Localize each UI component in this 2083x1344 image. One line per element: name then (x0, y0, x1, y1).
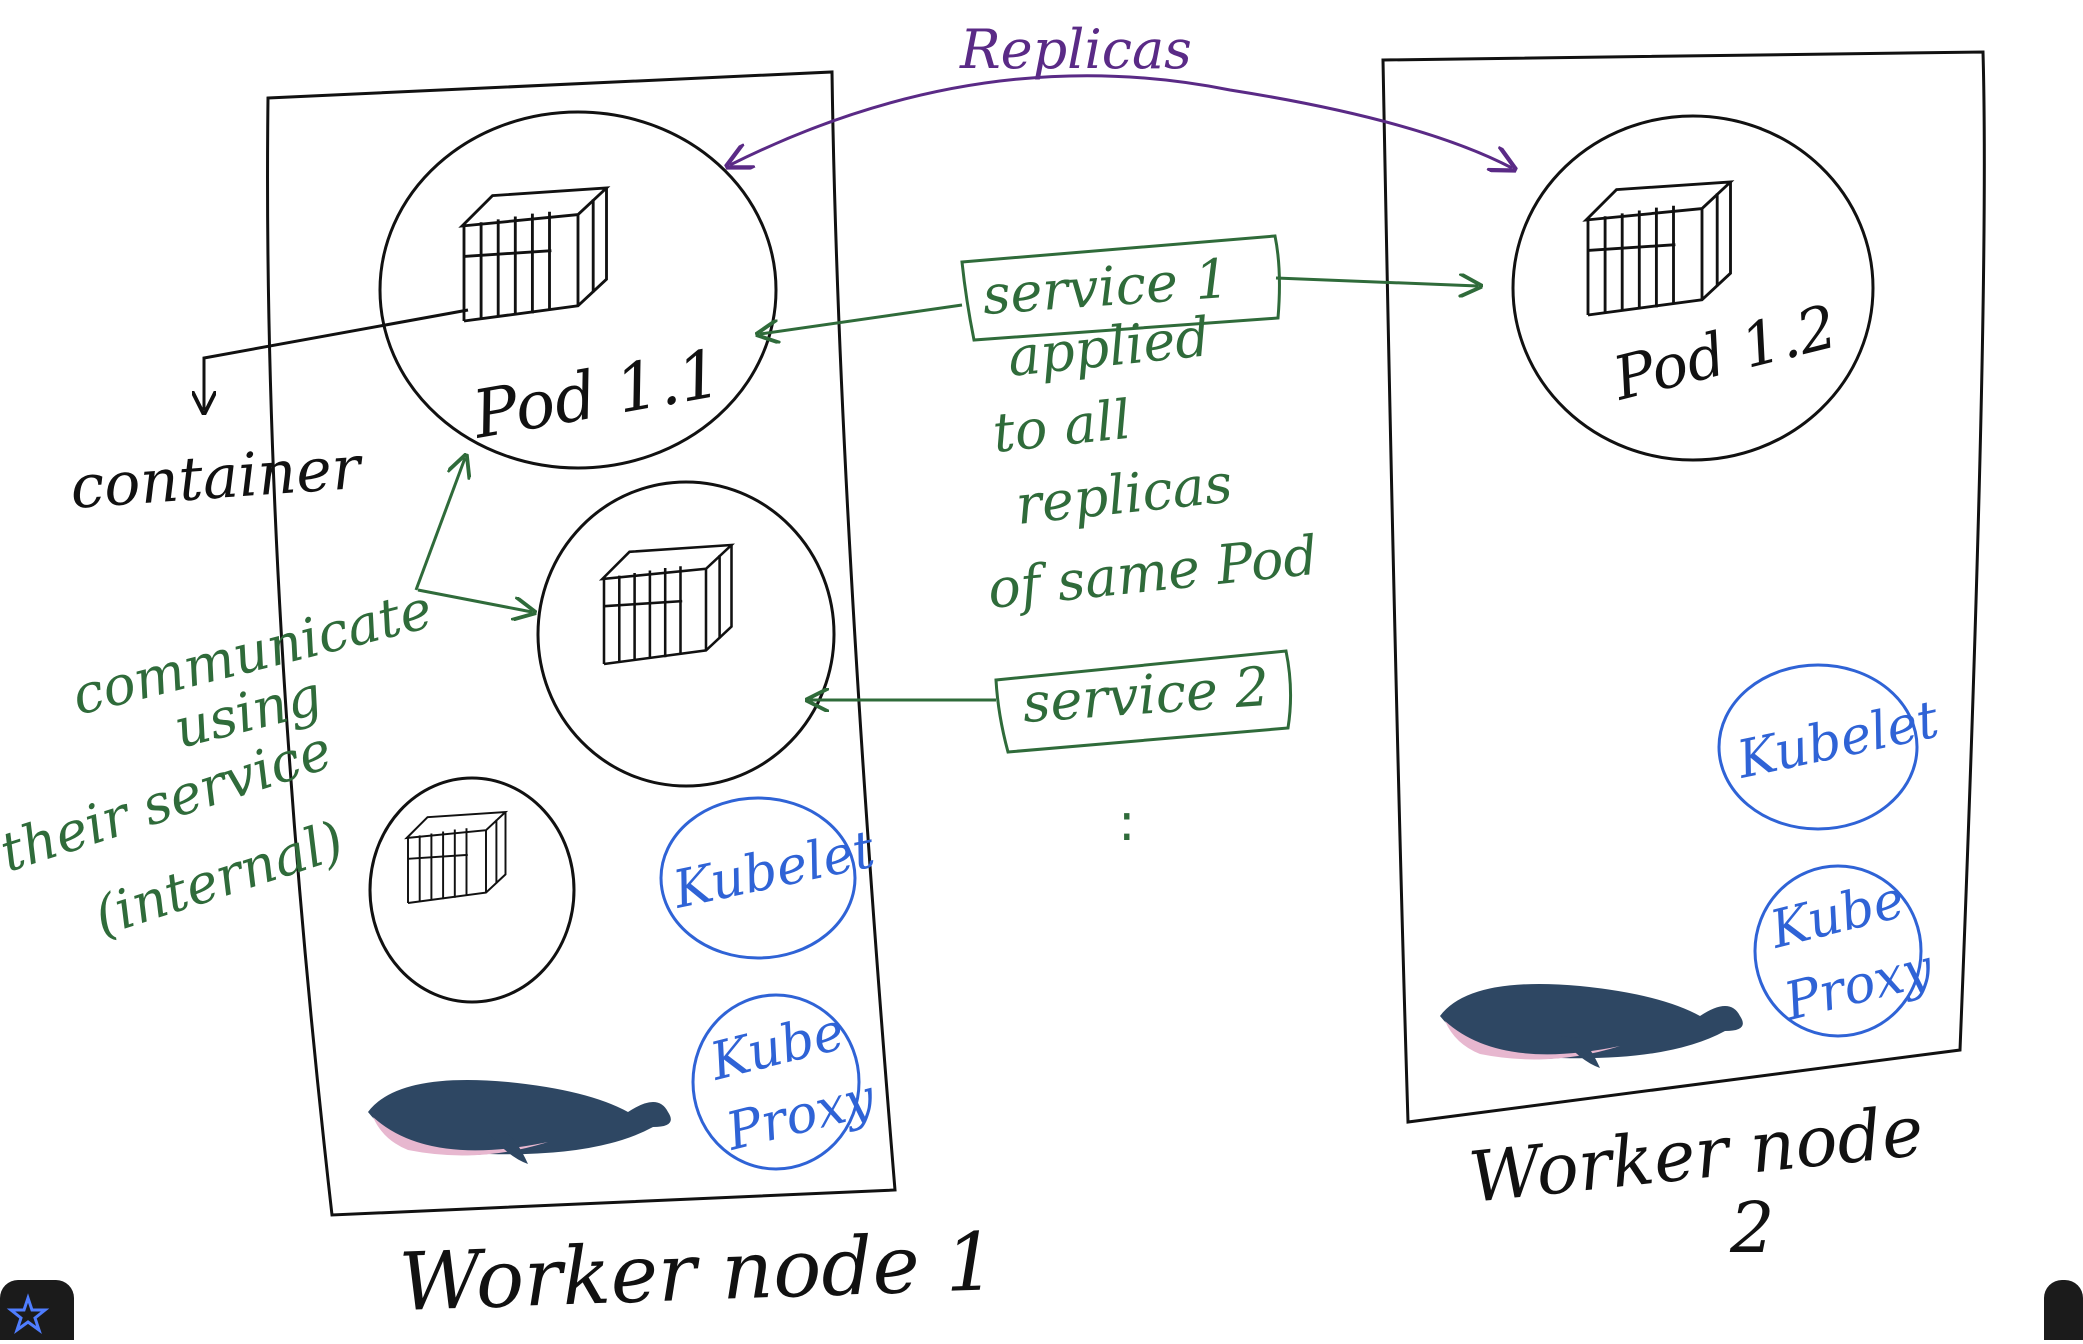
pod-2-container-icon (601, 543, 733, 666)
pod-1-1-circle (378, 110, 778, 470)
pod-1-2-label: Pod 1.2 (1606, 292, 1844, 415)
pod-1-1-label: Pod 1.1 (466, 335, 726, 454)
toolbar-left-button[interactable] (0, 1280, 74, 1340)
service-ellipsis: : (1118, 793, 1136, 853)
pod-2-circle (536, 480, 836, 788)
pod-1-2-container-icon (1584, 180, 1732, 317)
pod-3-container-icon (405, 811, 507, 904)
communicate-to-pod-1-1-arrow (414, 458, 465, 591)
pod-1-2-circle (1511, 114, 1875, 462)
service-2-box (994, 649, 1293, 754)
worker-node-1-label: Worker node 1 (397, 1215, 997, 1329)
service-1-to-pod-1-2-arrow (1275, 278, 1478, 286)
service-1-to-pod-1-1-arrow (760, 303, 963, 334)
replicas-arrow (730, 74, 1512, 168)
replicas-label: Replicas (959, 18, 1192, 81)
pod-3-circle (368, 776, 576, 1004)
docker-whale-node-1-icon (368, 1080, 671, 1164)
service-1-box (960, 234, 1281, 342)
toolbar-right-button[interactable] (2044, 1280, 2083, 1340)
worker-node-2-label-line-2: 2 (1729, 1187, 1775, 1269)
pod-1-1-container-icon (460, 186, 608, 323)
container-label: container (68, 433, 366, 523)
communicate-to-pod-2-arrow (417, 588, 532, 612)
service-2-label: service 2 (1021, 655, 1272, 735)
service-1-note-line-4: of same Pod (985, 524, 1321, 621)
kubelet-node-1-circle (659, 796, 857, 960)
worker-node-2-label-line-1: Worker node (1465, 1090, 1927, 1219)
docker-whale-node-2-icon (1440, 984, 1743, 1068)
service-1-note-line-3: replicas (1013, 452, 1235, 537)
worker-node-1-box (266, 70, 897, 1217)
kube-proxy-node-1-circle (691, 993, 861, 1171)
container-pointer-arrow (204, 308, 469, 410)
worker-node-2-box (1381, 50, 1986, 1124)
kubelet-node-2-circle (1717, 663, 1919, 831)
star-icon (6, 1293, 50, 1334)
service-1-note-line-2: to all (990, 388, 1134, 465)
kube-proxy-node-2-circle (1753, 864, 1923, 1038)
